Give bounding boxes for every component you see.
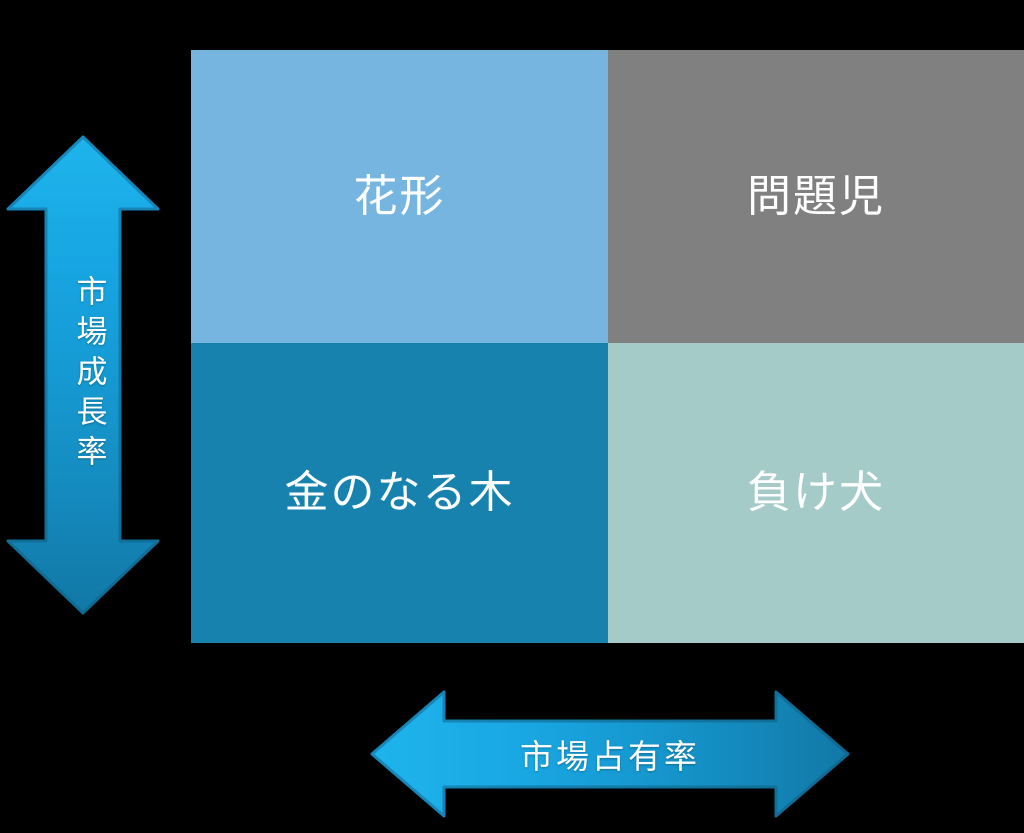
quadrant-cash-cow[interactable]: 金のなる木 — [191, 343, 608, 643]
quadrant-star-label: 花形 — [353, 171, 446, 221]
double-arrow-vertical-icon — [6, 135, 160, 615]
quadrant-star[interactable]: 花形 — [191, 50, 608, 343]
horizontal-axis-arrow — [368, 688, 852, 820]
vertical-axis-arrow — [6, 133, 166, 617]
quadrant-question-child-label: 問題児 — [747, 171, 885, 221]
quadrant-cash-cow-label: 金のなる木 — [284, 468, 515, 517]
quadrant-question-child[interactable]: 問題児 — [608, 50, 1024, 343]
double-arrow-horizontal-icon — [370, 690, 850, 818]
quadrant-dog[interactable]: 負け犬 — [608, 343, 1024, 643]
bcg-matrix: 花形 問題児 金のなる木 負け犬 — [191, 50, 1024, 643]
quadrant-dog-label: 負け犬 — [747, 468, 885, 517]
